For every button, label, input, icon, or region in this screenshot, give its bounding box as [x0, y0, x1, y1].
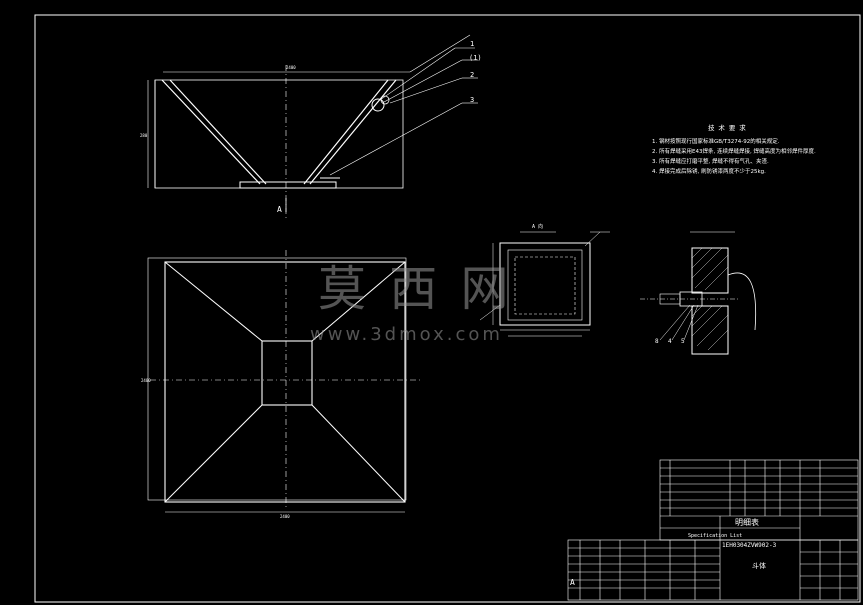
svg-text:2400: 2400	[280, 514, 290, 519]
balloon-2: 2	[470, 71, 474, 79]
detail-a-title: A 向	[532, 223, 543, 230]
weld-callout-8: 8	[655, 338, 659, 345]
parts-list-subtitle: Specification List	[688, 533, 742, 539]
weld-callout-4: 4	[668, 338, 672, 345]
drawing-name: 斗体	[752, 561, 766, 570]
parts-list-title: 明细表	[735, 517, 759, 527]
tech-req-item-3: 3. 所有焊缝应打磨平整, 焊缝不得有气孔、夹渣.	[652, 157, 769, 165]
tech-req-item-4: 4. 焊接完成后除锈, 刷防锈漆两度不少于25kg.	[652, 167, 766, 175]
elevation-view: 2400 280 A	[140, 34, 482, 220]
section-marker-a: A	[277, 205, 282, 214]
svg-text:2400: 2400	[286, 65, 296, 70]
technical-requirements: 技 术 要 求 1. 钢材按照现行国家标准GB/T3274-92的相关规定. 2…	[652, 123, 816, 175]
tech-req-item-2: 2. 所有焊缝采用E43焊条, 连续焊缝焊接, 焊缝高度为相邻焊件厚度.	[652, 147, 816, 155]
tech-req-title: 技 术 要 求	[708, 123, 746, 132]
sheet-letter: A	[570, 578, 575, 587]
watermark-cn: 莫 西 网	[318, 261, 513, 317]
tech-req-item-1: 1. 钢材按照现行国家标准GB/T3274-92的相关规定.	[652, 137, 780, 145]
drawing-number: 1EH0304ZVW902-3	[722, 542, 777, 549]
detail-a-view: A 向	[479, 223, 610, 337]
title-block	[567, 459, 859, 601]
drawing-border	[34, 14, 861, 603]
plan-view: 2400 2400	[141, 250, 420, 519]
balloon-1a: (1)	[469, 54, 482, 62]
weld-callout-5: 5	[681, 338, 685, 345]
watermark: 莫 西 网 www.3dmox.com	[310, 261, 513, 345]
watermark-url: www.3dmox.com	[310, 324, 503, 345]
balloon-1: 1	[470, 40, 474, 48]
svg-text:2400: 2400	[141, 378, 151, 383]
balloon-3: 3	[470, 96, 474, 104]
weld-detail-view: 8 4 5	[640, 231, 757, 355]
parts-list-text: 明细表 Specification List 1EH0304ZVW902-3 斗…	[570, 517, 777, 587]
svg-text:280: 280	[140, 133, 148, 138]
